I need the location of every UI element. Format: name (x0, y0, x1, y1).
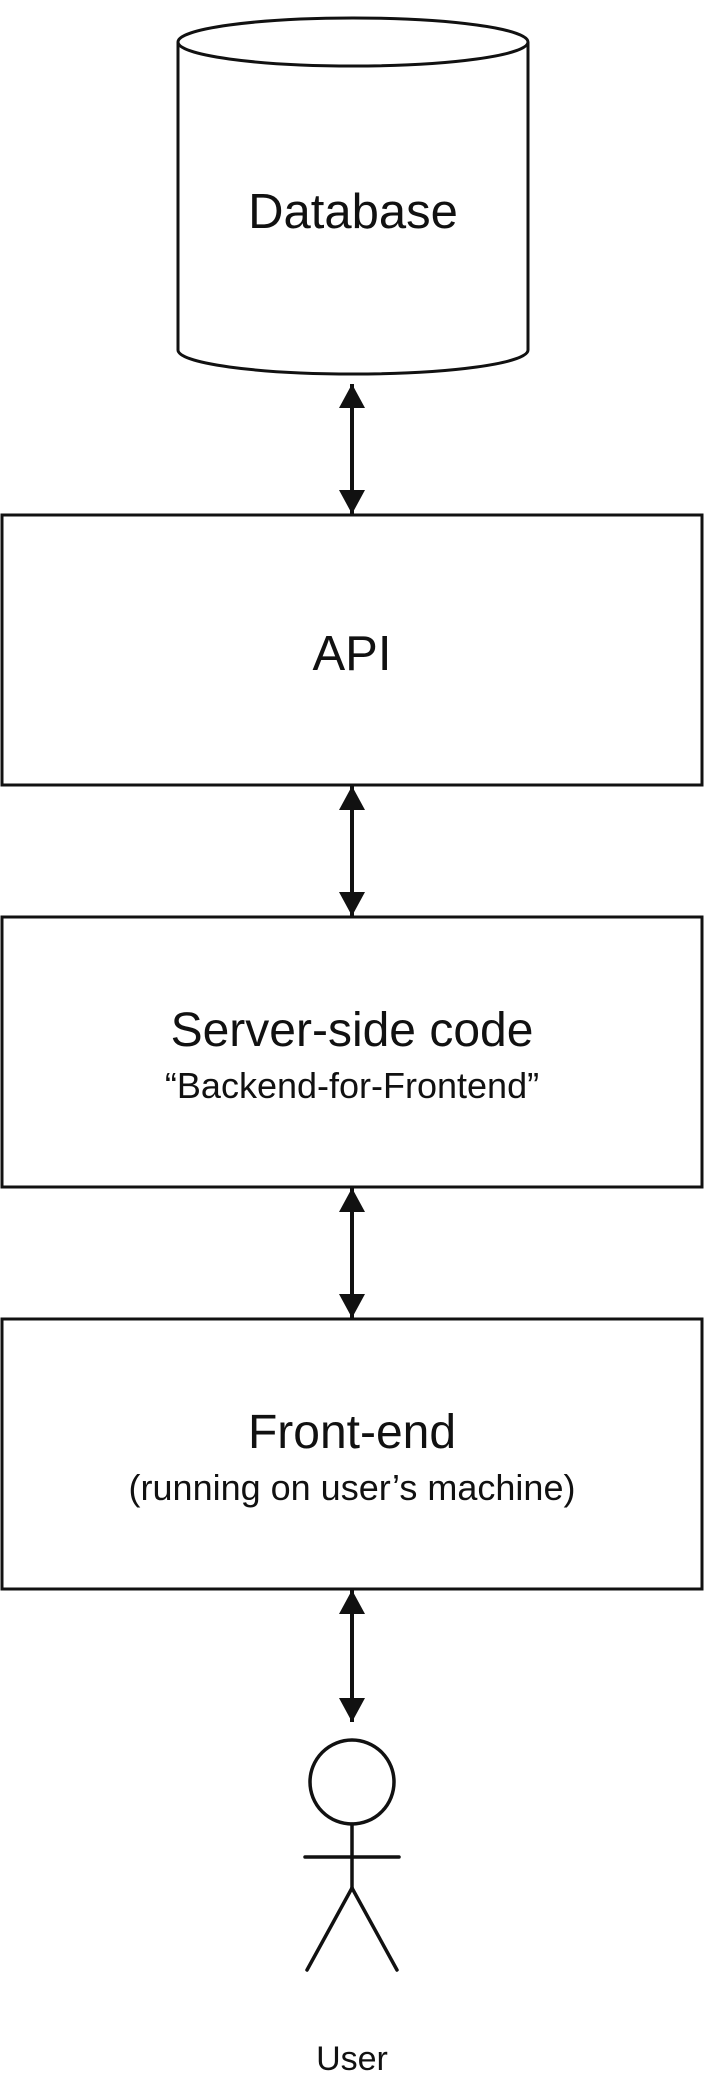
database-cylinder-top (176, 16, 530, 68)
api-node: API (0, 513, 704, 787)
user-label: User (316, 2040, 388, 2075)
api-box (0, 513, 704, 787)
server-title: Server-side code (171, 1004, 534, 1057)
frontend-subtitle: (running on user’s machine) (129, 1467, 576, 1508)
server-box (0, 915, 704, 1189)
database-node: Database (176, 16, 530, 376)
frontend-title: Front-end (248, 1406, 456, 1459)
user-node: User (303, 1738, 401, 2075)
frontend-node: Front-end (running on user’s machine) (0, 1317, 704, 1591)
server-subtitle: “Backend-for-Frontend” (165, 1065, 539, 1106)
frontend-box (0, 1317, 704, 1591)
database-label: Database (248, 185, 458, 239)
server-node: Server-side code “Backend-for-Frontend” (0, 915, 704, 1189)
database-cylinder-body (176, 42, 530, 376)
user-icon (303, 1738, 401, 1972)
api-label: API (313, 627, 392, 681)
